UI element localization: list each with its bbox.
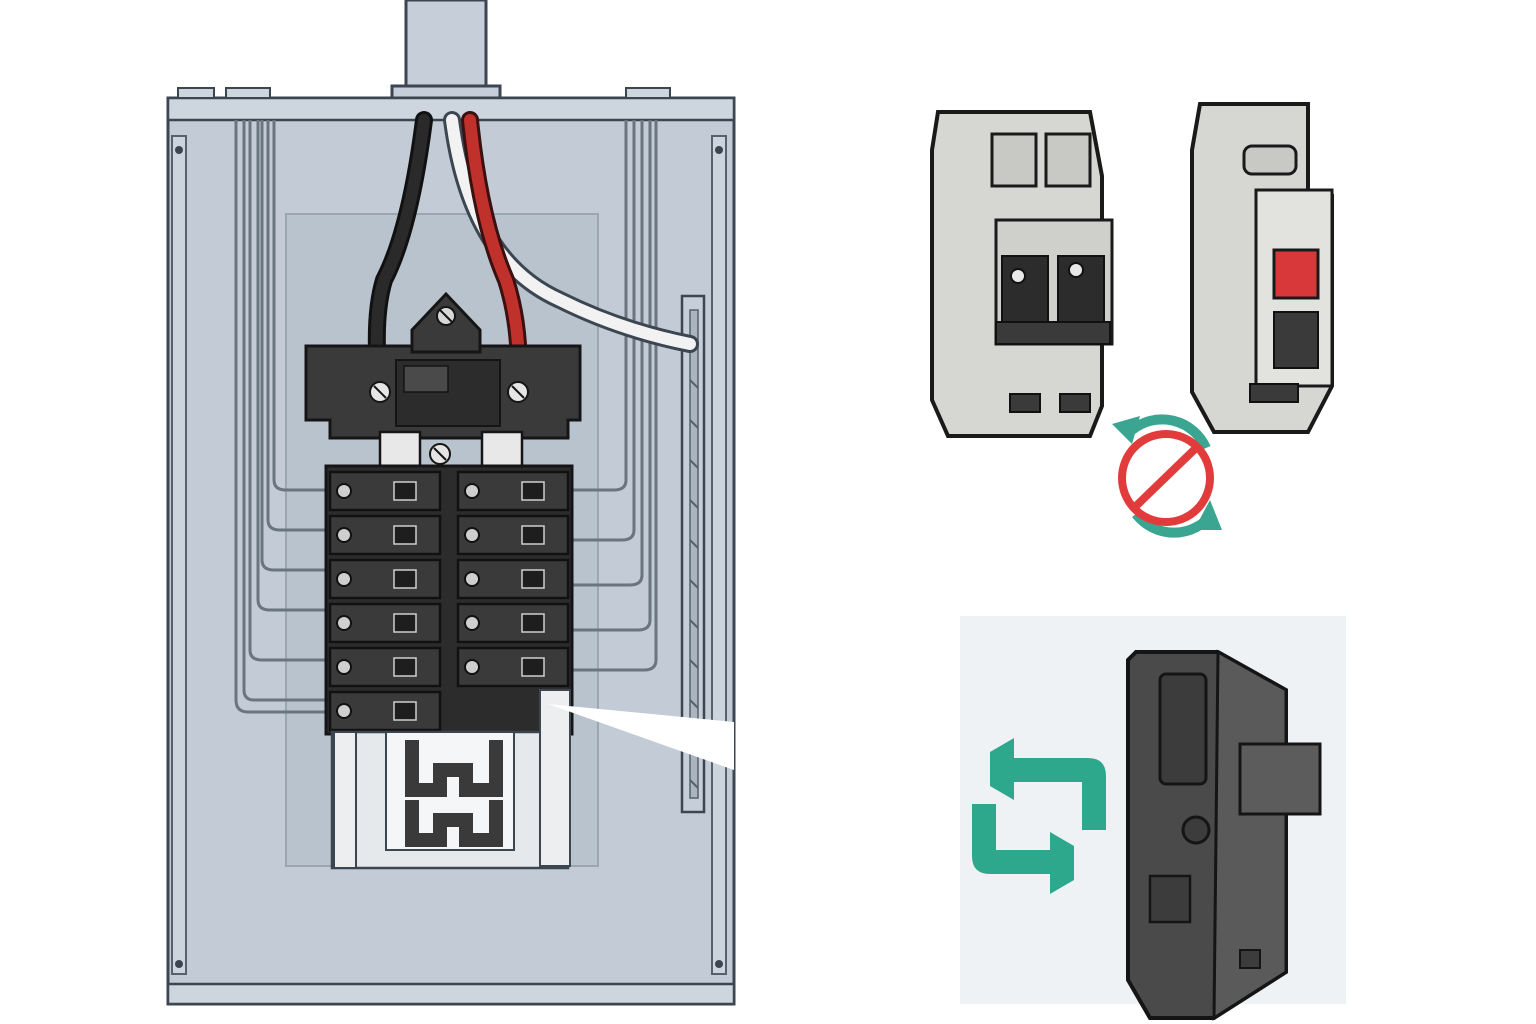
branch-breaker [328,514,442,556]
branch-wires [234,120,658,714]
swap-icon [972,738,1106,894]
main-breaker [304,291,582,470]
left-flange [171,135,187,975]
branch-breaker [328,558,442,600]
compatible-replacement [960,616,1346,1021]
right-flange [711,135,727,975]
branch-breaker [456,646,570,688]
plug-in-breaker [1126,649,1322,1021]
callout-beam [548,704,734,770]
din-rail-breaker [1190,102,1334,434]
red-indicator [1272,248,1320,300]
branch-breaker [456,558,570,600]
double-pole-breaker [930,110,1114,438]
branch-breaker [328,690,442,732]
no-swap-icon [1112,414,1222,538]
branch-breaker [456,602,570,644]
bus-bar-area [330,689,571,870]
top-tab-left [177,87,215,99]
incompatible-breaker-pair [930,102,1334,538]
branch-breakers [324,464,574,736]
top-tab-right-2 [225,87,271,99]
branch-breaker [328,646,442,688]
panel-bottom-rail [166,982,736,1006]
top-tab-right [625,87,671,99]
conduit [404,0,488,97]
branch-breaker [456,470,570,512]
neutral-bar [680,294,706,814]
branch-breaker [328,602,442,644]
branch-breaker [456,514,570,556]
branch-breaker [328,470,442,512]
electrical-panel [166,0,736,1006]
